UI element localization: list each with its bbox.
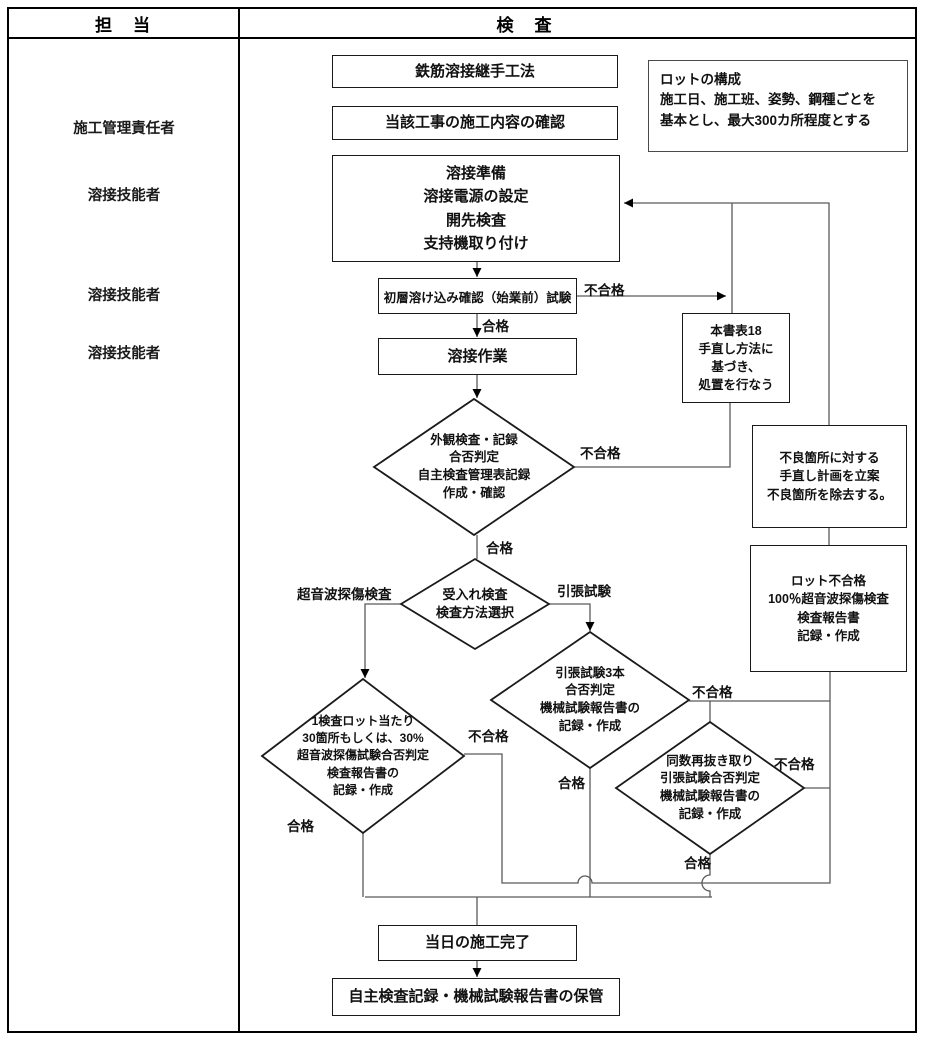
label-tensile-pass: 合格 <box>558 776 585 791</box>
box-initial-penetration-test: 初層溶け込み確認（始業前）試験 <box>378 278 577 314</box>
note-title: ロットの構成 <box>660 72 741 87</box>
decision-visual-check-shape <box>372 397 576 537</box>
box-welding-prep: 溶接準備 溶接電源の設定 開先検査 支持機取り付け <box>332 155 620 262</box>
note-lot-composition: ロットの構成 施工日、施工班、姿勢、鋼種ごとを 基本とし、最大300カ所程度とす… <box>648 60 908 152</box>
label-tensile-fail: 不合格 <box>692 685 733 700</box>
decision-retest-check-shape <box>614 720 806 856</box>
box-welding-work: 溶接作業 <box>378 338 577 375</box>
label-visual-pass: 合格 <box>486 541 513 556</box>
decision-tensile-check-shape <box>489 630 691 770</box>
box-record-keeping: 自主検査記録・機械試験報告書の保管 <box>332 978 620 1016</box>
label-branch-tensile: 引張試験 <box>557 584 611 599</box>
label-retest-fail: 不合格 <box>774 757 815 772</box>
note-body: 施工日、施工班、姿勢、鋼種ごとを 基本とし、最大300カ所程度とする <box>660 92 876 128</box>
box-method-title: 鉄筋溶接継手工法 <box>332 55 618 88</box>
line-feedback-to-prep <box>624 198 830 425</box>
line-branch-ut <box>360 603 401 678</box>
line-retest-pass-down <box>701 854 711 897</box>
box-confirm-work: 当該工事の施工内容の確認 <box>332 106 618 140</box>
role-welder-1: 溶接技能者 <box>87 188 161 204</box>
box-lot-fail: ロット不合格 100％超音波探傷検査 検査報告書 記録・作成 <box>750 545 907 672</box>
label-branch-ut: 超音波探傷検査 <box>297 587 392 602</box>
label-retest-pass: 合格 <box>684 856 711 871</box>
decision-acceptance-shape <box>399 557 551 651</box>
line-branch-tensile <box>549 603 595 631</box>
label-initialtest-fail: 不合格 <box>584 283 625 298</box>
label-ut-fail: 不合格 <box>468 729 509 744</box>
line-ut-fail-to-lotfail <box>464 672 831 884</box>
box-defect-plan: 不良箇所に対する 手直し計画を立案 不良箇所を除去する。 <box>752 425 907 528</box>
label-visual-fail: 不合格 <box>580 446 621 461</box>
header-inspection-column: 検 査 <box>496 15 554 35</box>
column-divider <box>238 7 240 1033</box>
decision-ut-check-shape <box>260 677 466 835</box>
label-initialtest-pass: 合格 <box>482 319 509 334</box>
role-welder-2: 溶接技能者 <box>87 288 161 304</box>
header-divider <box>7 37 917 39</box>
box-rework-method: 本書表18 手直し方法に 基づき、 処置を行なう <box>682 313 790 403</box>
box-day-complete: 当日の施工完了 <box>378 925 577 961</box>
label-ut-pass: 合格 <box>287 819 314 834</box>
role-welder-3: 溶接技能者 <box>87 346 161 362</box>
role-construction-manager: 施工管理責任者 <box>73 121 175 137</box>
outer-frame <box>7 7 917 1033</box>
header-person-column: 担 当 <box>95 15 152 35</box>
line-visual-fail-to-rework <box>574 403 731 468</box>
